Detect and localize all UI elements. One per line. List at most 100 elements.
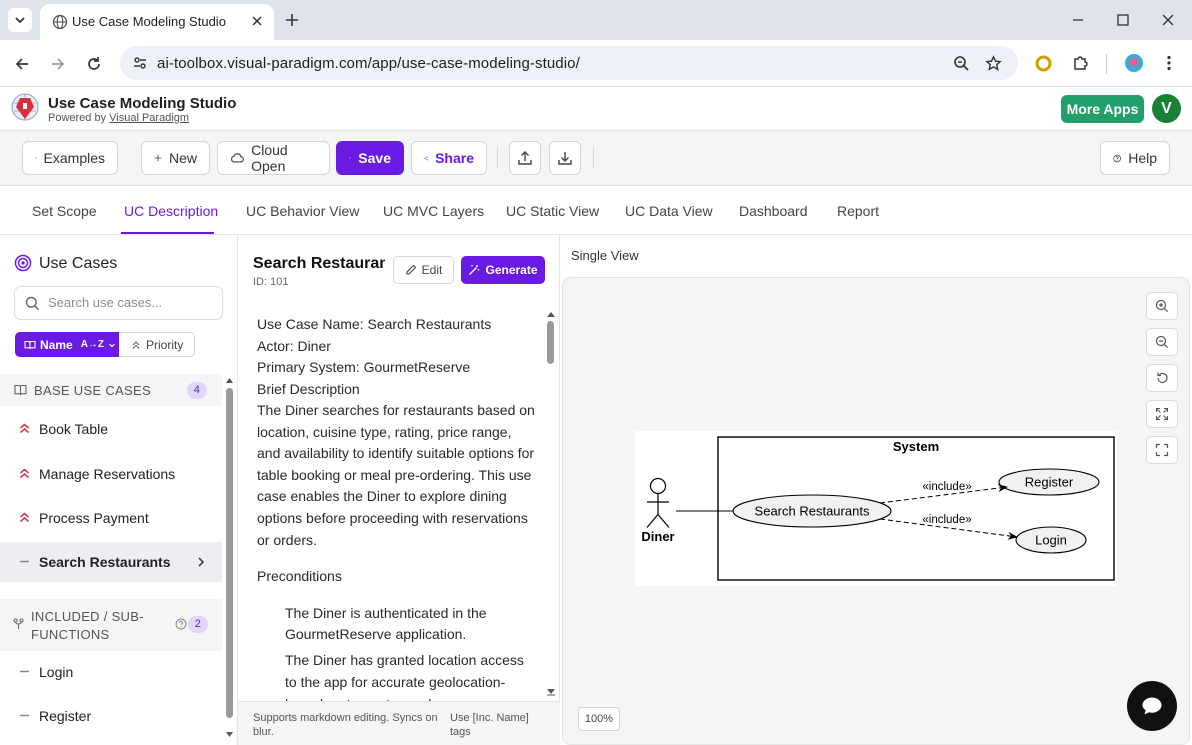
chat-bubble-icon	[1142, 697, 1162, 715]
address-bar[interactable]: ai-toolbox.visual-paradigm.com/app/use-c…	[120, 46, 1018, 80]
import-button[interactable]	[549, 141, 581, 175]
new-button[interactable]: New	[141, 141, 210, 175]
search-icon	[25, 296, 40, 311]
layout-template-icon	[35, 157, 37, 159]
more-apps-button[interactable]: More Apps	[1061, 95, 1144, 123]
cloud-save-icon	[349, 157, 352, 159]
search-input[interactable]	[48, 295, 218, 310]
extensions-puzzle-icon[interactable]	[1071, 54, 1090, 73]
base-use-cases-label: BASE USE CASES	[34, 383, 151, 398]
reload-icon[interactable]	[85, 55, 103, 73]
generate-button[interactable]: Generate	[461, 256, 545, 284]
zoom-out-icon	[1155, 335, 1169, 349]
user-avatar[interactable]: V	[1152, 94, 1181, 123]
use-case-item-book-table[interactable]: Book Table	[0, 409, 222, 449]
use-case-item-manage-reservations[interactable]: Manage Reservations	[0, 454, 222, 494]
help-label: Help	[1128, 150, 1157, 166]
description-editor[interactable]: Use Case Name: Search Restaurants Actor:…	[238, 303, 544, 701]
use-case-sidebar: Use Cases Name A→Z Priority BASE USE CAS…	[0, 235, 238, 745]
more-vertical-icon[interactable]	[1160, 54, 1178, 72]
use-case-login-label: Login	[1035, 533, 1067, 548]
extension-ring-icon[interactable]	[1034, 54, 1053, 73]
browser-tab-title: Use Case Modeling Studio	[72, 14, 226, 29]
tab-uc-description[interactable]: UC Description	[124, 203, 219, 219]
toolbar-separator	[593, 147, 594, 169]
help-circle-icon[interactable]	[175, 618, 187, 630]
edit-button[interactable]: Edit	[393, 256, 454, 284]
use-case-item-register[interactable]: Register	[0, 696, 222, 736]
chevrons-up-icon	[132, 340, 140, 349]
use-case-label: Process Payment	[39, 510, 149, 526]
export-button[interactable]	[509, 141, 541, 175]
new-tab-icon[interactable]	[284, 12, 300, 28]
tab-uc-behavior-view[interactable]: UC Behavior View	[246, 203, 360, 219]
powered-by: Powered by Visual Paradigm	[48, 112, 189, 124]
priority-normal-icon	[20, 714, 29, 717]
help-button[interactable]: Help	[1100, 141, 1170, 175]
cloud-open-button[interactable]: Cloud Open	[217, 141, 330, 175]
tab-report[interactable]: Report	[837, 203, 880, 219]
included-section-label: INCLUDED / SUB-FUNCTIONS	[31, 608, 144, 644]
markdown-hint: Supports markdown editing. Syncs on blur…	[253, 712, 438, 738]
visual-paradigm-link[interactable]: Visual Paradigm	[109, 112, 190, 124]
back-arrow-icon[interactable]	[13, 55, 31, 73]
use-case-item-process-payment[interactable]: Process Payment	[0, 498, 222, 538]
reset-view-button[interactable]	[1146, 364, 1178, 392]
actor-line: Actor: Diner	[257, 338, 331, 354]
cloud-icon	[231, 153, 244, 163]
forward-arrow-icon[interactable]	[49, 55, 67, 73]
description-scrollbar[interactable]	[545, 307, 557, 699]
precondition-1: The Diner is authenticated in the Gourme…	[285, 605, 487, 642]
zoom-in-icon	[1155, 299, 1169, 313]
browser-tab[interactable]: Use Case Modeling Studio	[40, 4, 274, 40]
book-open-icon	[24, 340, 36, 349]
primary-system-line: Primary System: GourmetReserve	[257, 359, 471, 375]
examples-button[interactable]: Examples	[22, 141, 118, 175]
fit-to-screen-button[interactable]	[1146, 400, 1178, 428]
upload-icon	[518, 151, 532, 165]
fit-screen-icon	[1155, 407, 1169, 421]
priority-high-icon	[20, 468, 29, 479]
sort-by-priority-button[interactable]: Priority	[119, 332, 195, 357]
tab-uc-data-view[interactable]: UC Data View	[625, 203, 713, 219]
site-settings-icon[interactable]	[132, 55, 148, 71]
save-button[interactable]: Save	[336, 141, 404, 175]
window-close-icon[interactable]	[1160, 12, 1176, 28]
included-count-badge: 2	[188, 616, 208, 633]
sort-by-name-button[interactable]: Name A→Z	[15, 332, 119, 357]
use-case-label: Search Restaurants	[39, 554, 171, 570]
tab-set-scope[interactable]: Set Scope	[32, 203, 97, 219]
use-case-diagram: System Diner Search Restaurants Register…	[635, 431, 1117, 586]
priority-high-icon	[20, 423, 29, 434]
include-label-login: «include»	[922, 514, 971, 526]
use-case-label: Manage Reservations	[39, 466, 176, 482]
zoom-out-button[interactable]	[1146, 328, 1178, 356]
maximize-icon[interactable]	[1115, 12, 1131, 28]
app-header: Use Case Modeling Studio Powered by Visu…	[0, 87, 1192, 131]
fullscreen-button[interactable]	[1146, 436, 1178, 464]
diagram-canvas[interactable]: System Diner Search Restaurants Register…	[562, 277, 1190, 745]
precondition-2: The Diner has granted location access to…	[285, 652, 524, 701]
bookmark-star-icon[interactable]	[985, 55, 1002, 72]
description-footer: Supports markdown editing. Syncs on blur…	[238, 701, 560, 745]
generate-label: Generate	[485, 263, 538, 277]
tab-dashboard[interactable]: Dashboard	[739, 203, 808, 219]
search-box	[14, 286, 223, 320]
profile-avatar-icon[interactable]	[1124, 53, 1144, 73]
use-case-item-login[interactable]: Login	[0, 652, 222, 692]
share-button[interactable]: Share	[411, 141, 487, 175]
zoom-magnifier-icon[interactable]	[953, 55, 970, 72]
tab-search-button[interactable]	[8, 8, 32, 32]
use-case-item-search-restaurants[interactable]: Search Restaurants	[0, 542, 222, 582]
zoom-in-button[interactable]	[1146, 292, 1178, 320]
use-case-search-restaurants	[732, 494, 892, 528]
close-icon[interactable]	[250, 14, 264, 28]
zoom-level[interactable]: 100%	[578, 707, 620, 731]
sidebar-scrollbar[interactable]	[225, 375, 234, 741]
active-tab-indicator	[121, 232, 214, 234]
chat-launcher-button[interactable]	[1127, 681, 1177, 731]
tab-uc-static-view[interactable]: UC Static View	[506, 203, 600, 219]
minimize-icon[interactable]	[1070, 12, 1086, 28]
use-case-id: ID: 101	[253, 276, 289, 288]
tab-uc-mvc-layers[interactable]: UC MVC Layers	[383, 203, 485, 219]
